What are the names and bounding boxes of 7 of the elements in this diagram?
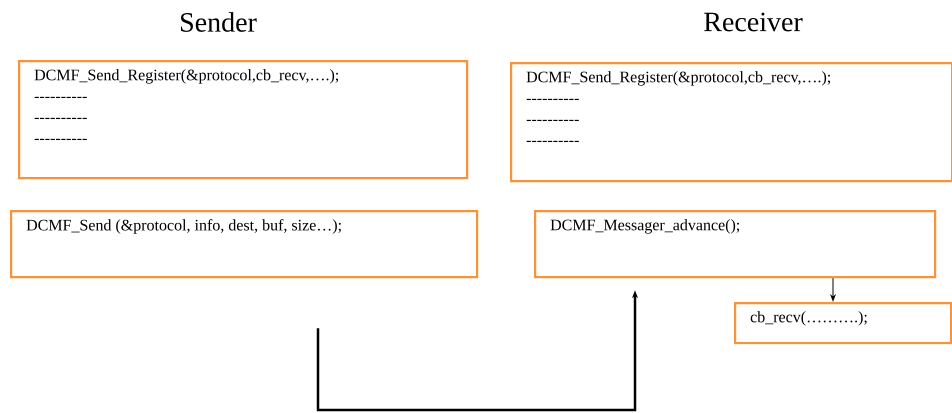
code-box: DCMF_Messager_advance(); <box>534 210 936 278</box>
code-box: DCMF_Send (&protocol, info, dest, buf, size…); <box>10 210 478 278</box>
code-box: DCMF_Send_Register(&protocol,cb_recv,….); ---------- ---------- ---------- <box>510 62 952 182</box>
column-title: Sender <box>181 12 257 32</box>
column-title: Receiver <box>704 12 803 32</box>
code-box: cb_recv(……….); <box>734 302 952 344</box>
code-box: DCMF_Send_Register(&protocol,cb_recv,….); ---------- ---------- ---------- <box>18 60 468 180</box>
